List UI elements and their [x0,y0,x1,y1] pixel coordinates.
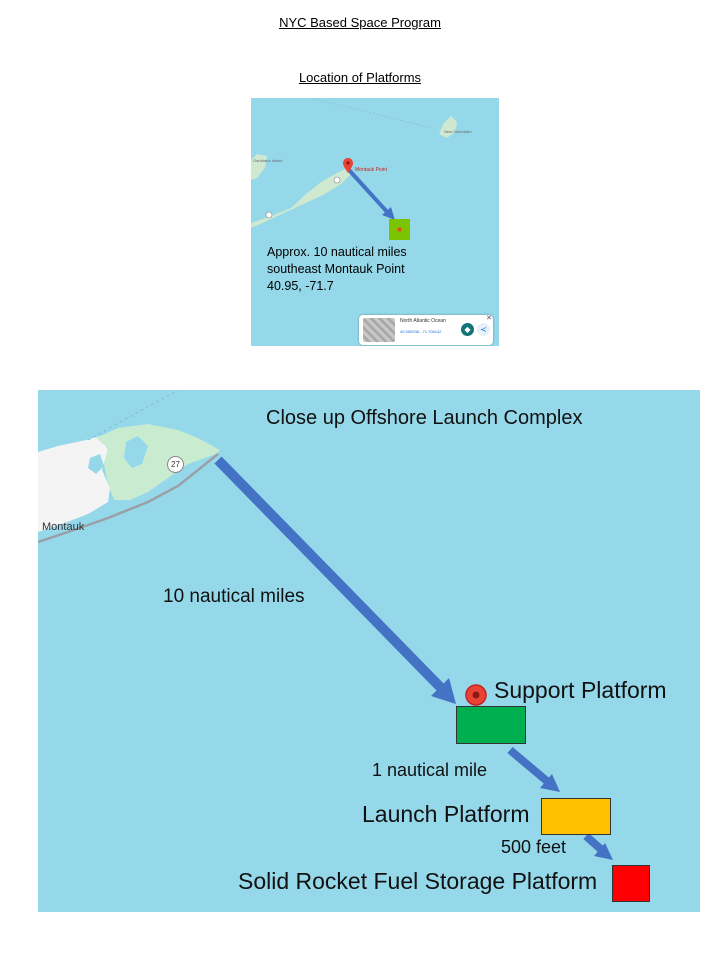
fuel-storage-platform-box [612,865,650,902]
overview-map: Montauk Point Gardiners Island New Shore… [251,98,499,346]
launch-platform-box [541,798,611,835]
complex-title: Close up Offshore Launch Complex [266,407,583,429]
town-label: Montauk [42,521,85,533]
distance-label-500ft: 500 feet [501,837,567,857]
share-icon[interactable]: ≺ [477,323,490,336]
info-card-thumbnail [363,318,395,342]
support-platform-label: Support Platform [494,677,667,703]
distance-label-1nm: 1 nautical mile [372,760,488,780]
support-platform-box [456,706,526,744]
lake-small [88,454,104,474]
section-title: Location of Platforms [298,70,422,85]
montauk-point-pin-icon [343,158,353,173]
page-title: NYC Based Space Program [279,15,441,30]
location-coordinates: 40.95, -71.7 [267,279,334,293]
boundary-line [310,98,432,129]
montauk-town-land [38,436,110,532]
overview-map-graphic: Montauk Point Gardiners Island New Shore… [251,98,472,240]
location-description-line-1: Approx. 10 nautical miles [267,245,407,259]
coast-road [38,453,219,544]
small-arrow-head [382,207,395,220]
north-fork-land [251,154,267,180]
small-route-arrow [347,168,391,216]
closeup-map: 27 Montauk Close up Offshore Launch Comp… [38,390,700,912]
route-27-shield-icon: 27 [167,456,184,473]
directions-icon[interactable]: ◆ [461,323,474,336]
island-label-1: Gardiners Island [253,158,282,163]
route-arrow-10nm [214,456,447,694]
boundary-line [87,390,179,441]
closeup-map-graphic [38,390,613,860]
long-island-land [251,168,351,228]
pin-label: Montauk Point [355,167,388,173]
distance-label-10nm: 10 nautical miles [163,586,305,607]
info-card-coords: 40.950938, -71.706142 [400,329,442,334]
info-card-title: North Atlantic Ocean [400,318,446,324]
route-arrow-10nm-head [431,678,456,704]
launch-platform-label: Launch Platform [362,801,530,827]
map-info-card[interactable]: North Atlantic Ocean 40.950938, -71.7061… [359,315,493,345]
route-arrow-1nm-head [540,774,560,792]
montauk-park-land [96,424,220,500]
fuel-storage-platform-label: Solid Rocket Fuel Storage Platform [238,868,598,894]
lake-montauk [124,436,148,468]
location-description-line-2: southeast Montauk Point [267,262,405,276]
island-label-2: New Shoreham [444,129,472,134]
close-icon[interactable]: ✕ [486,315,492,322]
route-arrow-1nm [507,746,551,786]
route-arrow-500ft-head [594,843,613,860]
block-island-land [439,116,457,138]
